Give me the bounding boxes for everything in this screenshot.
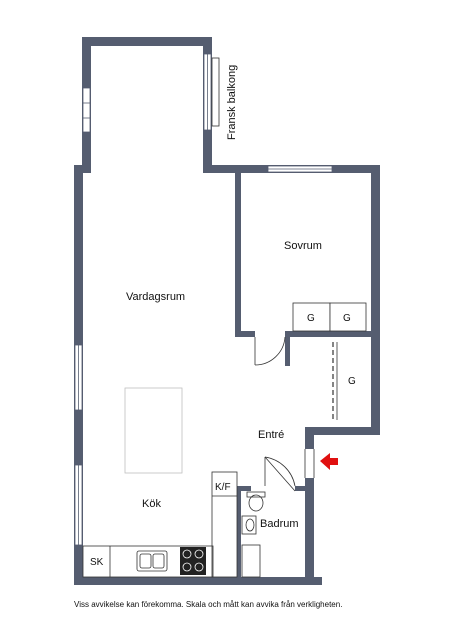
kitchen-island [124,387,183,474]
wall-bath-left [237,486,241,577]
toilet-bowl [248,494,264,512]
kf-cabinet [211,471,238,578]
kitchen-counter [82,471,238,578]
stove [180,547,206,575]
disclaimer-text: Viss avvikelse kan förekomma. Skala och … [74,600,343,609]
label-entre: Entré [258,429,284,441]
sink [136,550,168,572]
wall-entry-lower [305,478,314,585]
wardrobes [292,302,367,332]
bathroom-fixtures [241,491,266,578]
wall-closet-divider [285,331,290,366]
wall-bedroom-bottom-right [285,331,371,337]
toilet-tank [246,491,266,498]
washbasin [241,515,257,535]
door-bath-leaf [264,456,296,492]
wall-bottom [74,577,322,585]
window-left-upper [82,87,91,133]
wall-bedroom-left [235,173,241,336]
door-bath-swing [264,456,296,487]
wall-right-step [305,427,380,435]
entry-arrow [320,453,338,470]
label-sovrum: Sovrum [284,240,322,252]
wall-bedroom-bottom-left [235,331,255,337]
wall-entry-upper [305,427,314,449]
wall-bath-top-right [295,486,305,491]
label-kok: Kök [142,498,161,510]
label-wardrobe-2: G [343,313,351,324]
label-vardagsrum: Vardagsrum [126,291,185,303]
label-kf: K/F [215,482,231,493]
label-badrum: Badrum [260,518,299,530]
label-fransk-balkong: Fransk balkong [226,65,238,140]
wall-top-left [82,37,212,46]
label-wardrobe-1: G [307,313,315,324]
wardrobe-2 [329,302,367,332]
label-wardrobe-3: G [348,376,356,387]
windows [74,53,333,546]
balcony-rail [211,57,220,127]
door-bedroom-swing [254,336,286,366]
wall-bath-top-left [237,486,251,491]
label-sk: SK [90,557,104,568]
washer [241,544,261,578]
doors [254,336,338,492]
wall-right [371,165,380,435]
